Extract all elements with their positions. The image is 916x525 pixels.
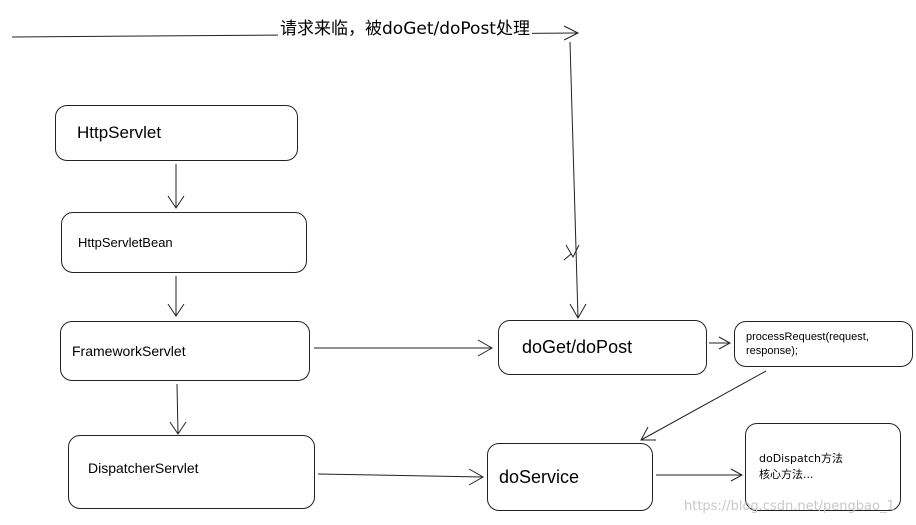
frameworkservlet-node: FrameworkServlet xyxy=(60,321,310,381)
dispatcherservlet-node: DispatcherServlet xyxy=(68,435,315,509)
request-down-arrowhead-upper xyxy=(565,244,580,259)
stray-tick xyxy=(563,253,572,261)
httpservlet-label: HttpServlet xyxy=(77,123,162,142)
processrequest-label-line1: processRequest(request, xyxy=(746,331,869,343)
doservice-label: doService xyxy=(499,466,580,487)
doservice-node: doService xyxy=(487,443,653,511)
doget-dopost-label: doGet/doPost xyxy=(522,337,633,357)
httpservletbean-label: HttpServletBean xyxy=(78,235,173,250)
dodispatch-label-line1: doDispatch方法 xyxy=(759,452,844,465)
httpservletbean-node: HttpServletBean xyxy=(61,212,307,273)
frameworkservlet-label: FrameworkServlet xyxy=(72,343,186,359)
doget-dopost-node: doGet/doPost xyxy=(498,320,707,375)
processrequest-label-line2: response); xyxy=(746,345,798,357)
watermark-text: https://blog.csdn.net/pengbao_1 xyxy=(684,499,895,514)
arrow-httpservlet-to-bean-head xyxy=(167,195,185,209)
arrow-process-to-doservice xyxy=(640,370,767,441)
request-note: 请求来临，被doGet/doPost处理 xyxy=(278,14,532,39)
arrow-framework-to-dispatcher xyxy=(176,383,179,435)
dispatcherservlet-label: DispatcherServlet xyxy=(88,460,199,476)
httpservlet-node: HttpServlet xyxy=(55,105,298,161)
request-line-arrowhead xyxy=(563,25,580,41)
arrow-bean-to-framework-head xyxy=(167,303,185,317)
dodispatch-node: doDispatch方法 核心方法... xyxy=(745,423,901,511)
arrow-process-to-doservice-head xyxy=(640,426,656,441)
arrow-dispatcher-to-doservice xyxy=(317,473,484,478)
arrow-doservice-to-dodispatch-head xyxy=(730,468,744,482)
request-down-arrow xyxy=(569,41,579,319)
arrow-framework-to-doget-head xyxy=(477,339,494,357)
arrow-framework-to-dispatcher-head xyxy=(169,421,187,435)
arrow-dispatcher-to-doservice-head xyxy=(468,468,485,486)
arrow-doget-to-process-head xyxy=(718,336,732,350)
dodispatch-label-line2: 核心方法... xyxy=(759,468,814,481)
processrequest-node: processRequest(request, response); xyxy=(734,321,913,367)
request-down-arrowhead xyxy=(569,303,587,320)
